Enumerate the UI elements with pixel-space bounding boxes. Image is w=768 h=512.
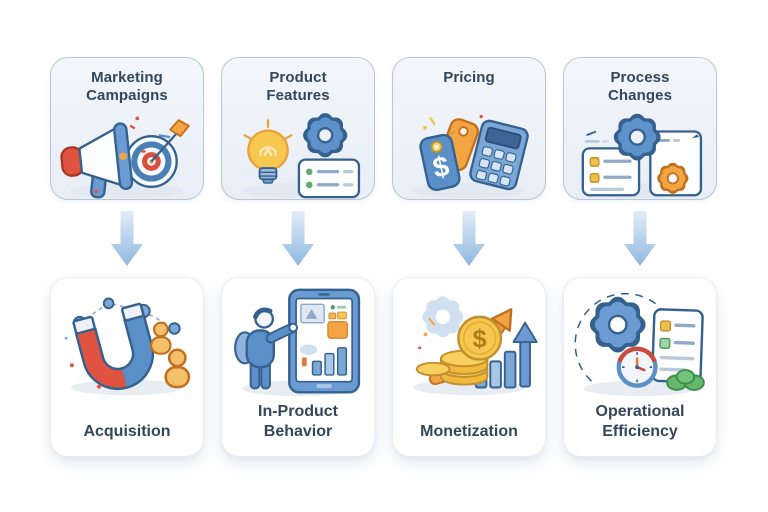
card-marketing-campaigns: Marketing Campaigns — [50, 57, 204, 200]
tablet-icon — [288, 288, 361, 394]
down-arrow-icon — [453, 210, 485, 266]
card-label: Acquisition — [83, 423, 171, 440]
clock-icon — [616, 346, 658, 388]
card-operational-efficiency: Operational Efficiency — [563, 277, 717, 457]
dollar-coin-icon: $ — [457, 315, 503, 361]
column-process-efficiency: Process Changes — [563, 57, 717, 457]
card-title: Process Changes — [607, 69, 673, 105]
gear-icon — [303, 113, 348, 158]
flow-connector — [563, 200, 717, 277]
person-icon — [234, 307, 298, 390]
magnet-icon — [72, 302, 155, 390]
card-title: Marketing Campaigns — [86, 69, 168, 105]
megaphone-target-dart-icon — [60, 116, 190, 199]
flow-connector — [50, 200, 204, 277]
column-marketing-acquisition: Marketing Campaigns — [50, 57, 204, 457]
confetti-specks — [94, 116, 146, 194]
card-label: In-Product Behavior — [258, 403, 338, 440]
gears-documents-icon — [581, 113, 703, 199]
lightbulb-icon — [247, 129, 289, 184]
card-in-product-behavior: In-Product Behavior — [221, 277, 375, 457]
lightbulb-gear-checklist-icon — [241, 113, 361, 199]
card-product-features: Product Features — [221, 57, 375, 200]
card-title: Pricing — [443, 69, 495, 86]
bushes-icon — [666, 369, 705, 391]
person-icon — [164, 348, 191, 389]
light-rays — [243, 119, 293, 141]
flow-connector — [221, 200, 375, 277]
down-arrow-icon — [111, 210, 143, 266]
flow-connector — [392, 200, 546, 277]
gear-icon — [589, 296, 646, 353]
card-title: Product Features — [266, 69, 330, 105]
gear-orange-icon — [657, 162, 689, 194]
gear-blue-icon — [613, 113, 661, 161]
gear-clock-checklist-icon — [574, 292, 705, 397]
card-label: Monetization — [420, 423, 518, 440]
card-monetization: $ Monetization — [392, 277, 546, 457]
magnet-people-network-icon — [64, 297, 191, 396]
person-tablet-analytics-icon — [234, 288, 361, 397]
target-icon — [124, 119, 190, 188]
down-arrow-icon — [282, 210, 314, 266]
svg-text:$: $ — [430, 150, 452, 184]
diagram-grid: Marketing Campaigns — [50, 57, 717, 457]
card-pricing: Pricing — [392, 57, 546, 200]
megaphone-icon — [60, 122, 134, 199]
checklist-card-icon — [297, 158, 361, 199]
checklist-document-icon — [651, 308, 704, 384]
card-acquisition: Acquisition — [50, 277, 204, 457]
column-product-behavior: Product Features — [221, 57, 375, 457]
coin-stack-icon — [439, 349, 489, 386]
calculator-icon — [469, 119, 529, 191]
column-pricing-monetization: Pricing — [392, 57, 546, 457]
up-arrow-blue-icon — [512, 321, 538, 388]
card-process-changes: Process Changes — [563, 57, 717, 200]
document-left-icon — [581, 130, 641, 197]
price-tags-calculator-icon: $ — [412, 114, 529, 199]
coins-growth-arrow-chart-icon: $ — [412, 296, 538, 396]
person-icon — [150, 321, 172, 355]
svg-text:$: $ — [473, 325, 487, 353]
card-label: Operational Efficiency — [595, 403, 685, 440]
price-tag-blue-icon: $ — [419, 133, 461, 192]
down-arrow-icon — [624, 210, 656, 266]
coin-flat-icon — [415, 361, 451, 377]
